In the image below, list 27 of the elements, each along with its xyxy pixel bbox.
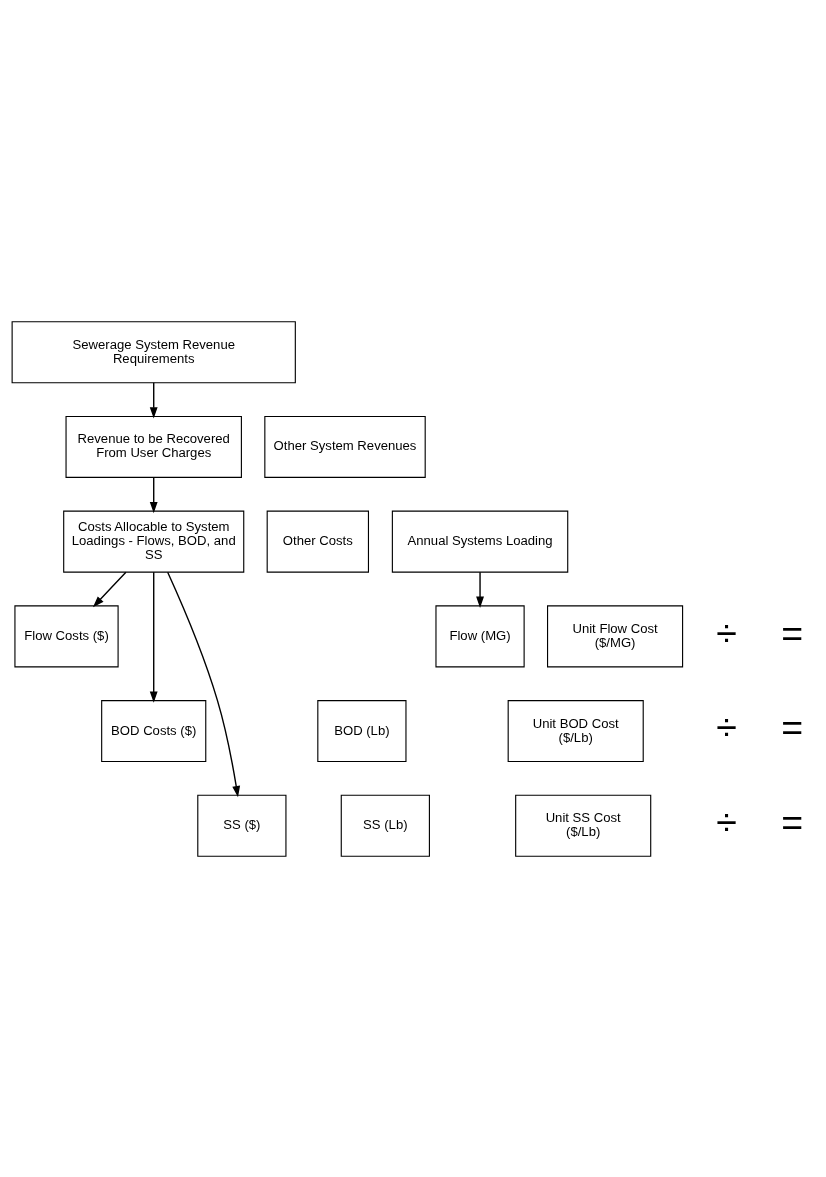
- arrow: [149, 476, 158, 513]
- node-box: Costs Allocable to System Loadings - Flows, BOD, and SS: [63, 510, 245, 573]
- node-box: Sewerage System Revenue Requirements: [11, 320, 296, 383]
- node-box: SS ($): [197, 794, 287, 857]
- arrow: [476, 571, 484, 608]
- label: ÷: [716, 705, 737, 748]
- arrow: [149, 381, 158, 418]
- arrow: [166, 571, 241, 797]
- node-box: Annual Systems Loading: [391, 510, 569, 573]
- node-box: SS (Lb): [340, 794, 430, 857]
- node-box: BOD (Lb): [317, 699, 407, 762]
- node-box: BOD Costs ($): [101, 699, 207, 762]
- node-box: Other Costs: [266, 510, 370, 573]
- node-box: Flow Costs ($): [14, 604, 119, 667]
- label: ÷: [716, 800, 737, 843]
- label: =: [781, 705, 804, 748]
- label: ÷: [716, 611, 737, 654]
- label: =: [781, 800, 804, 843]
- node-box: Flow (MG): [435, 604, 525, 667]
- label: =: [781, 611, 804, 654]
- node-box: Other System Revenues: [264, 415, 426, 478]
- arrow: [92, 571, 127, 607]
- node-box: Unit BOD Cost ($/Lb): [507, 699, 644, 762]
- node-box: Unit SS Cost ($/Lb): [515, 794, 652, 857]
- node-box: Unit Flow Cost ($/MG): [547, 604, 684, 667]
- arrow: [149, 571, 158, 703]
- node-box: Revenue to be Recovered From User Charges: [65, 415, 242, 478]
